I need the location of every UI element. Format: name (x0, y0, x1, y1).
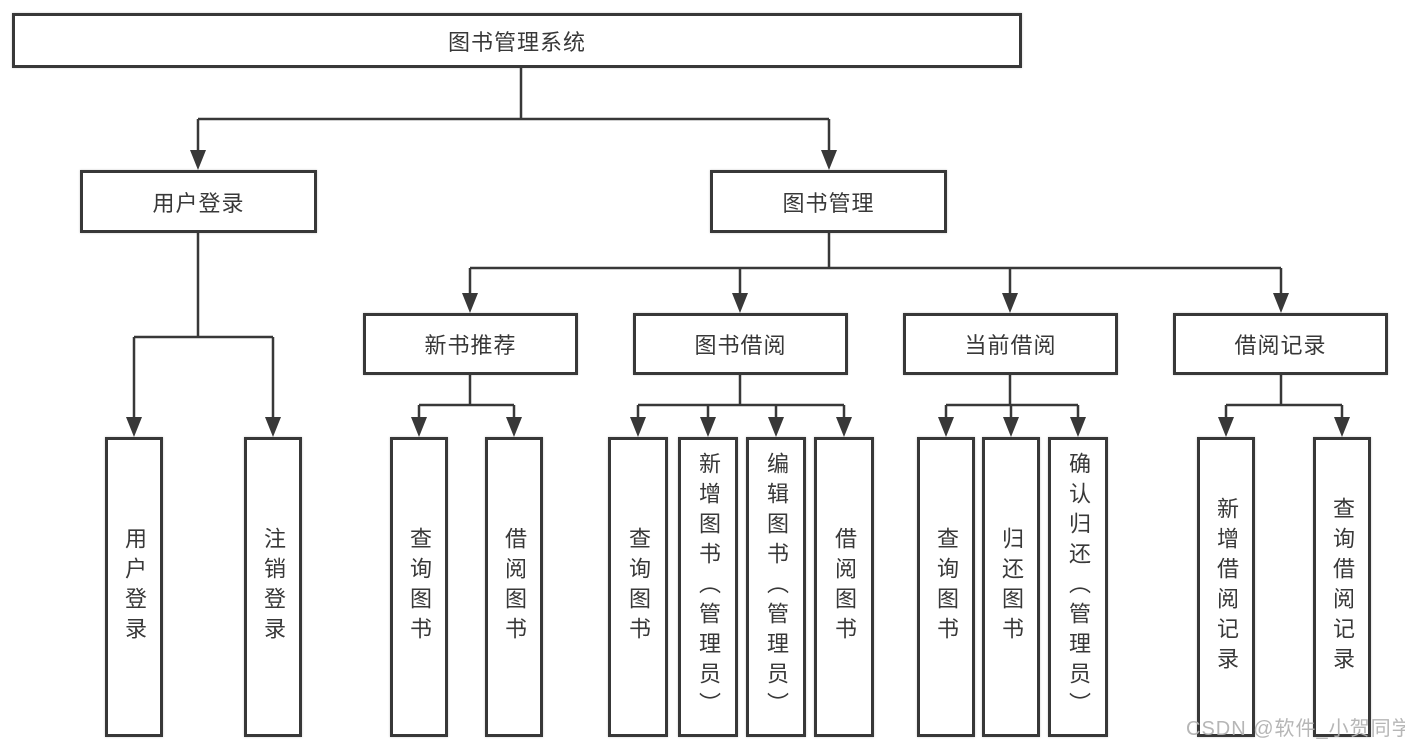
node-book-borrowing: 图书借阅 (633, 313, 848, 375)
node-borrowing-records: 借阅记录 (1173, 313, 1388, 375)
leaf-user-login: 用户登录 (105, 437, 163, 737)
leaf-return-books: 归还图书 (982, 437, 1040, 737)
leaf-query-books-recommend: 查询图书 (390, 437, 448, 737)
node-book-borrowing-label: 图书借阅 (694, 333, 787, 358)
node-book-management: 图书管理 (710, 170, 947, 233)
leaf-add-borrow-record-label: 新增借阅记录 (1214, 497, 1239, 677)
leaf-query-borrow-record: 查询借阅记录 (1313, 437, 1371, 737)
leaf-confirm-return-admin: 确认归还（管理员） (1048, 437, 1108, 737)
node-new-book-recommendation: 新书推荐 (363, 313, 578, 375)
leaf-borrow-books-borrowing: 借阅图书 (814, 437, 874, 737)
leaf-edit-book-admin: 编辑图书（管理员） (746, 437, 806, 737)
leaf-user-login-label: 用户登录 (122, 527, 147, 647)
leaf-query-books-borrowing-label: 查询图书 (626, 527, 651, 647)
csdn-watermark: CSDN @软件_小贺同学 (1186, 718, 1405, 740)
leaf-edit-book-admin-label: 编辑图书（管理员） (764, 452, 789, 722)
leaf-add-borrow-record: 新增借阅记录 (1197, 437, 1255, 737)
node-book-management-label: 图书管理 (782, 190, 875, 216)
node-borrowing-records-label: 借阅记录 (1234, 333, 1327, 358)
node-user-login-label: 用户登录 (152, 190, 245, 216)
leaf-query-books-current-label: 查询图书 (934, 527, 959, 647)
leaf-logout: 注销登录 (244, 437, 302, 737)
leaf-return-books-label: 归还图书 (999, 527, 1024, 647)
leaf-query-books-borrowing: 查询图书 (608, 437, 668, 737)
leaf-query-borrow-record-label: 查询借阅记录 (1330, 497, 1355, 677)
leaf-confirm-return-admin-label: 确认归还（管理员） (1066, 452, 1091, 722)
leaf-logout-label: 注销登录 (261, 527, 286, 647)
node-new-book-recommendation-label: 新书推荐 (424, 333, 517, 358)
node-root: 图书管理系统 (12, 13, 1022, 68)
arrowheads (126, 150, 1350, 437)
node-user-login: 用户登录 (80, 170, 317, 233)
leaf-borrow-books-recommend: 借阅图书 (485, 437, 543, 737)
leaf-add-book-admin-label: 新增图书（管理员） (696, 452, 721, 722)
node-current-borrowing-label: 当前借阅 (964, 333, 1057, 358)
leaf-add-book-admin: 新增图书（管理员） (678, 437, 738, 737)
tree-edges (132, 68, 1344, 420)
node-current-borrowing: 当前借阅 (903, 313, 1118, 375)
leaf-borrow-books-borrowing-label: 借阅图书 (832, 527, 857, 647)
node-root-label: 图书管理系统 (447, 29, 586, 55)
leaf-borrow-books-recommend-label: 借阅图书 (502, 527, 527, 647)
leaf-query-books-recommend-label: 查询图书 (407, 527, 432, 647)
leaf-query-books-current: 查询图书 (917, 437, 975, 737)
